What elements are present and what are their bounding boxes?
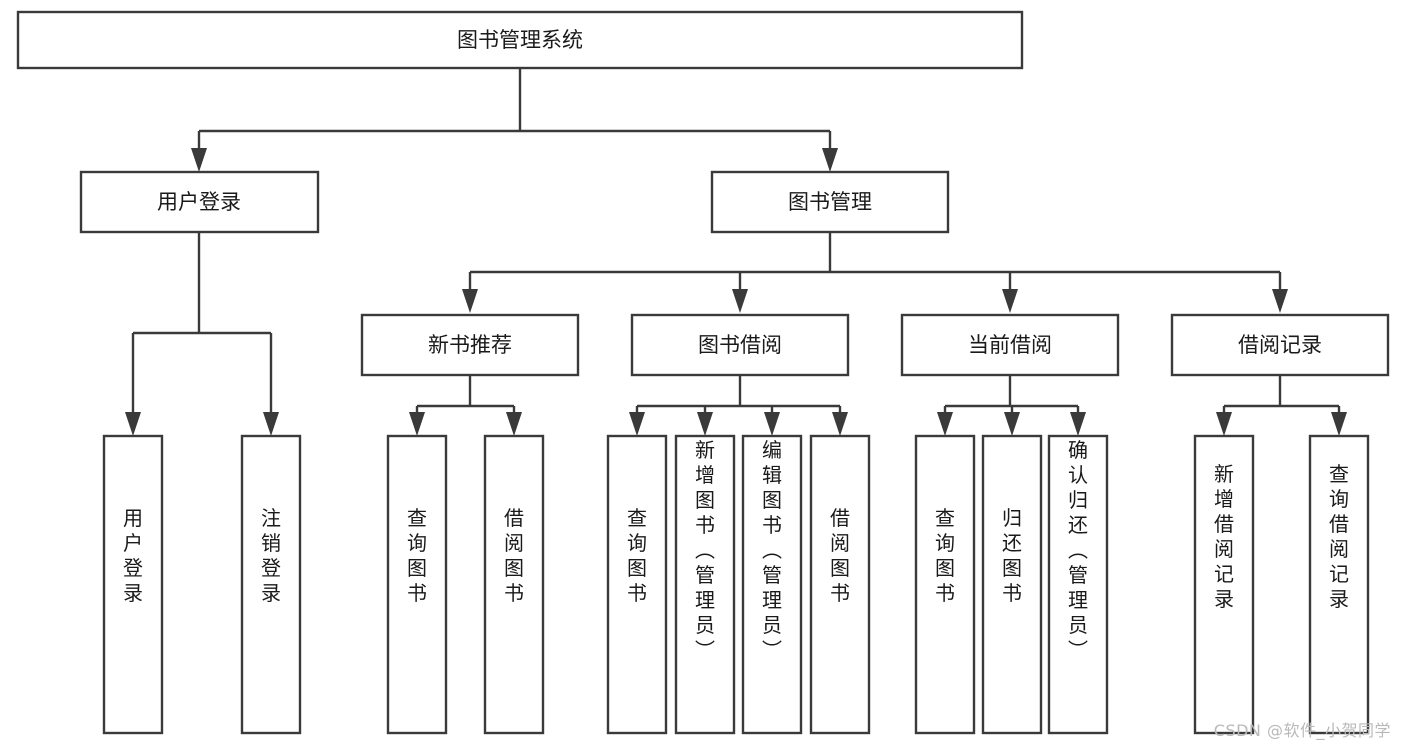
node-leaf-1-label: 用户登录 xyxy=(123,506,143,605)
arrow-head-leaf-2 xyxy=(263,412,279,436)
arrow-head-leaf-13 xyxy=(1331,412,1347,436)
arrow-head-leaf-7 xyxy=(764,412,780,436)
node-leaf-9[interactable]: 查询图书 xyxy=(914,434,976,735)
arrow-head-leaf-11 xyxy=(1070,412,1086,436)
node-newbook[interactable]: 新书推荐 xyxy=(360,313,580,377)
node-borrow[interactable]: 图书借阅 xyxy=(630,313,850,377)
arrow-head-login xyxy=(191,148,207,172)
node-leaf-13[interactable]: 查询借阅记录 xyxy=(1308,434,1370,735)
node-leaf-12[interactable]: 新增借阅记录 xyxy=(1193,434,1255,735)
node-leaf-13-label: 查询借阅记录 xyxy=(1329,462,1349,611)
arrow-head-leaf-10 xyxy=(1004,412,1020,436)
node-leaf-1[interactable]: 用户登录 xyxy=(102,434,164,735)
arrow-head-leaf-3 xyxy=(409,412,425,436)
node-leaf-11-label: 确认归还︵管理员︶ xyxy=(1068,438,1088,662)
node-leaf-10[interactable]: 归还图书 xyxy=(981,434,1043,735)
node-leaf-12-label: 新增借阅记录 xyxy=(1214,462,1234,611)
node-leaf-3[interactable]: 查询图书 xyxy=(386,434,448,735)
csdn-watermark: CSDN @软件_小贺同学 xyxy=(1213,721,1391,740)
node-leaf-5-label: 查询图书 xyxy=(627,506,647,605)
connector-layer xyxy=(125,68,1347,436)
node-leaf-7[interactable]: 编辑图书︵管理员︶ xyxy=(741,434,803,735)
arrow-head-leaf-6 xyxy=(697,412,713,436)
node-leaf-11[interactable]: 确认归还︵管理员︶ xyxy=(1047,434,1109,735)
node-leaf-6-label: 新增图书︵管理员︶ xyxy=(695,438,715,662)
node-leaf-5[interactable]: 查询图书 xyxy=(606,434,668,735)
node-newbook-label: 新书推荐 xyxy=(428,333,512,357)
node-root-label: 图书管理系统 xyxy=(457,28,583,52)
node-leaf-4-label: 借阅图书 xyxy=(504,506,524,605)
node-bookmgmt-label: 图书管理 xyxy=(788,190,872,214)
node-leaf-7-label: 编辑图书︵管理员︶ xyxy=(762,438,782,662)
arrow-head-current xyxy=(1002,289,1018,313)
node-current[interactable]: 当前借阅 xyxy=(900,313,1120,377)
node-leaf-6[interactable]: 新增图书︵管理员︶ xyxy=(674,434,736,735)
node-leaf-8-label: 借阅图书 xyxy=(830,506,850,605)
node-leaf-2-label: 注销登录 xyxy=(261,506,281,605)
node-current-label: 当前借阅 xyxy=(968,333,1052,357)
arrow-head-leaf-5 xyxy=(629,412,645,436)
node-leaf-10-label: 归还图书 xyxy=(1002,506,1022,605)
node-leaf-9-label: 查询图书 xyxy=(935,506,955,605)
node-leaf-2[interactable]: 注销登录 xyxy=(240,434,302,735)
arrow-head-record xyxy=(1272,289,1288,313)
node-login-label: 用户登录 xyxy=(157,190,241,214)
node-record-label: 借阅记录 xyxy=(1238,333,1322,357)
node-bookmgmt[interactable]: 图书管理 xyxy=(710,170,950,234)
node-leaf-3-label: 查询图书 xyxy=(407,506,427,605)
arrow-head-leaf-4 xyxy=(506,412,522,436)
arrow-head-leaf-9 xyxy=(937,412,953,436)
arrow-head-bookmgmt xyxy=(822,148,838,172)
arrow-head-newbook xyxy=(462,289,478,313)
arrow-head-borrow xyxy=(732,289,748,313)
node-root[interactable]: 图书管理系统 xyxy=(16,10,1024,70)
arrow-head-leaf-12 xyxy=(1216,412,1232,436)
node-login[interactable]: 用户登录 xyxy=(79,170,320,234)
arrow-head-leaf-1 xyxy=(125,412,141,436)
node-borrow-label: 图书借阅 xyxy=(698,333,782,357)
node-leaf-4[interactable]: 借阅图书 xyxy=(483,434,545,735)
node-leaf-8[interactable]: 借阅图书 xyxy=(809,434,871,735)
arrow-head-leaf-8 xyxy=(832,412,848,436)
node-record[interactable]: 借阅记录 xyxy=(1170,313,1390,377)
